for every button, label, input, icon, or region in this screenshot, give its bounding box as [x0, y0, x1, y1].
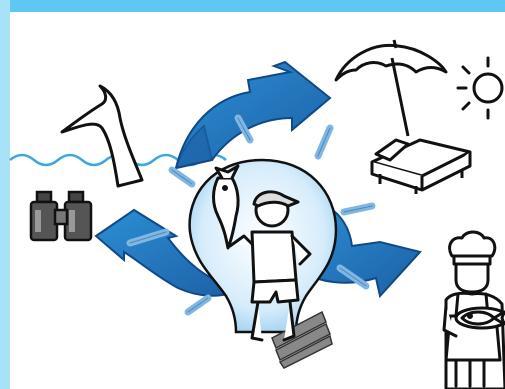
beach-umbrella-icon — [336, 40, 446, 136]
whale-tail-icon — [62, 86, 142, 186]
sun-lounger-icon — [372, 140, 470, 194]
binoculars-icon — [31, 192, 91, 240]
chef-with-fish-platter-icon — [444, 232, 505, 389]
sun-icon — [458, 58, 502, 118]
